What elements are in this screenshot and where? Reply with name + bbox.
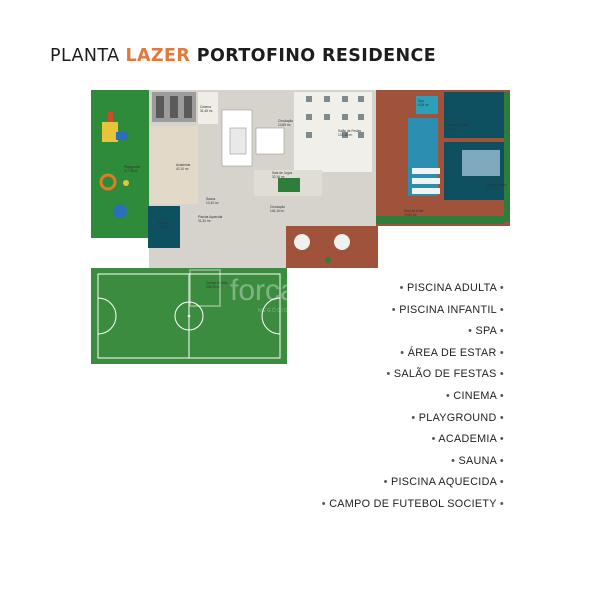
bullet: •: [499, 476, 504, 489]
area-salao: 101,15 m²: [338, 133, 352, 137]
area-playground: 117,39 m²: [124, 169, 138, 173]
feature-item: • PLAYGROUND •: [411, 411, 504, 424]
spa: [416, 96, 438, 114]
bullet: •: [321, 497, 326, 510]
bullet: •: [445, 389, 451, 402]
title-part-2: LAZER: [125, 46, 191, 66]
area-piscina-adulta: 29,16 m²: [486, 187, 499, 191]
label-salao: Salão de Festas: [338, 129, 361, 133]
area-sala-jogos: 32,16 m²: [272, 175, 285, 179]
bullet: •: [499, 325, 504, 338]
label-circulacao-2: Circulação: [270, 205, 285, 209]
label-piscina-aquecida: Piscina Aquecida: [198, 215, 223, 219]
bullet: •: [499, 282, 504, 294]
cinema-room: [198, 92, 218, 124]
watermark-brand: forcas: [230, 274, 312, 307]
page-title: PLANTA LAZER PORTOFINO RESIDENCE: [50, 46, 436, 66]
label-cinema: Cinema: [200, 105, 211, 109]
label-campo: Campo Society: [206, 281, 228, 285]
floor-plan: Cinema 31,45 m² Circulação 10,85 m² Salã…: [90, 88, 510, 366]
label-circulacao: Circulação: [278, 119, 293, 123]
bullet: •: [499, 433, 504, 446]
label-area-estar: Área de Estar: [404, 209, 424, 213]
feature-item: • SAUNA •: [451, 454, 504, 467]
feature-list: • PISCINA ADULTA • • PISCINA INFANTIL • …: [322, 278, 504, 516]
area-area-estar: 79,81 m²: [404, 213, 417, 217]
label-piscina-infantil: Piscina Infantil: [448, 123, 469, 127]
title-part-3: PORTOFINO RESIDENCE: [190, 46, 437, 66]
bullet: •: [451, 454, 456, 467]
label-piscina-adulta: Piscina Adulta: [486, 183, 506, 187]
feature-item: • CAMPO DE FUTEBOL SOCIETY •: [321, 497, 504, 510]
feature-item: • SALÃO DE FESTAS •: [386, 368, 504, 381]
piscina-infantil: [444, 92, 506, 138]
area-spa: 9,05 m²: [418, 103, 429, 107]
area-sauna: 10,40 m²: [206, 201, 219, 205]
bullet: •: [383, 476, 388, 489]
label-spa: Spa: [418, 99, 424, 103]
feature-item: • ACADEMIA •: [431, 433, 504, 446]
watermark-logo-icon: [189, 269, 221, 307]
playground-equipment: [102, 122, 118, 142]
watermark: forcas NEGÓCIOS IMOBILIÁRIOS: [189, 269, 341, 314]
label-sala-jogos: Sala de Jogos: [272, 171, 293, 175]
bullet: •: [499, 454, 504, 467]
playground-ring: [99, 173, 117, 191]
feature-item: • CINEMA •: [445, 389, 504, 402]
watermark-tagline: NEGÓCIOS IMOBILIÁRIOS: [258, 307, 341, 314]
area-academia: 42,10 m²: [176, 167, 189, 171]
bullet: •: [431, 433, 436, 446]
label-academia: Academia: [176, 163, 190, 167]
title-part-1: PLANTA: [50, 46, 126, 66]
piscina-left: [148, 206, 180, 248]
bullet: •: [399, 282, 404, 294]
feature-item: • PISCINA ADULTA •: [399, 282, 504, 294]
bullet: •: [499, 411, 504, 424]
feature-item: • ÁREA DE ESTAR •: [400, 346, 504, 359]
label-playground: Playground: [124, 165, 140, 169]
bullet: •: [468, 325, 473, 338]
bullet: •: [499, 497, 504, 510]
feature-item: • SPA •: [468, 325, 504, 338]
bullet: •: [391, 303, 396, 316]
bullet: •: [499, 368, 504, 381]
area-circulacao-2: 146,16 m²: [270, 209, 284, 213]
academia-room: [150, 126, 198, 204]
bullet: •: [400, 346, 405, 359]
label-sauna: Sauna: [206, 197, 215, 201]
bullet: •: [386, 368, 391, 381]
area-piscina: 18,30 m²: [158, 225, 171, 229]
label-piscina: Piscina: [158, 221, 169, 225]
area-cinema: 31,45 m²: [200, 109, 213, 113]
feature-item: • PISCINA AQUECIDA •: [383, 476, 504, 489]
area-circulacao: 10,85 m²: [278, 123, 291, 127]
feature-item: • PISCINA INFANTIL •: [391, 303, 504, 316]
bullet: •: [499, 303, 504, 316]
area-piscina-infantil: 21,84 m²: [448, 127, 461, 131]
bullet: •: [499, 389, 504, 402]
area-piscina-aquecida: 31,30 m²: [198, 219, 211, 223]
bullet: •: [411, 411, 416, 424]
area-campo: 338,25 m²: [206, 285, 220, 289]
bullet: •: [499, 346, 504, 359]
